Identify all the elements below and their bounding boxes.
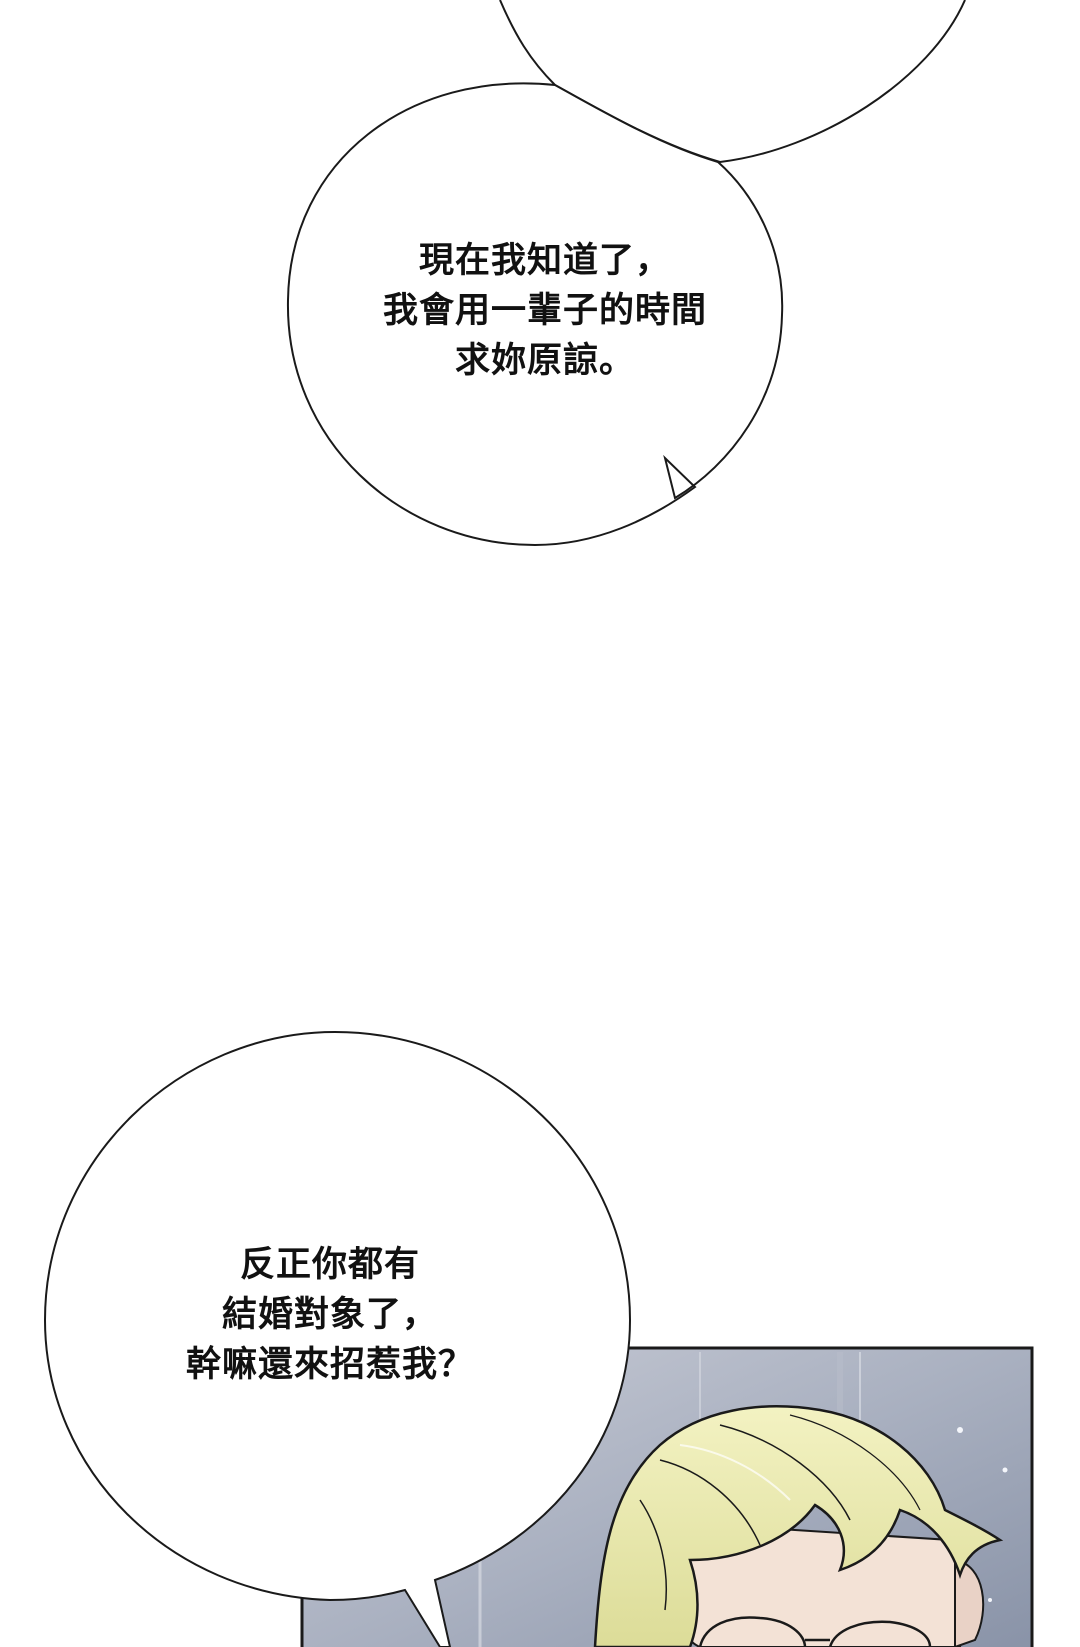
bubble-1-line-1: 現在我知道了，: [418, 241, 671, 281]
bubble-1-line-3: 求妳原諒。: [454, 341, 635, 381]
bubble-2-line-3: 幹嘛還來招惹我？: [185, 1345, 474, 1385]
bubble-2-line-2: 結婚對象了，: [221, 1295, 438, 1335]
character-head: [593, 1405, 1004, 1647]
speech-bubble-2: [43, 1030, 632, 1647]
speech-bubble-1: [286, 82, 784, 547]
speech-bubble-1-text: 現在我知道了， 我會用一輩子的時間 求妳原諒。: [345, 236, 745, 386]
bubble-1-line-2: 我會用一輩子的時間: [382, 291, 707, 331]
bubble-2-line-1: 反正你都有: [239, 1245, 420, 1285]
speech-bubble-2-text: 反正你都有 結婚對象了， 幹嘛還來招惹我？: [160, 1240, 500, 1390]
